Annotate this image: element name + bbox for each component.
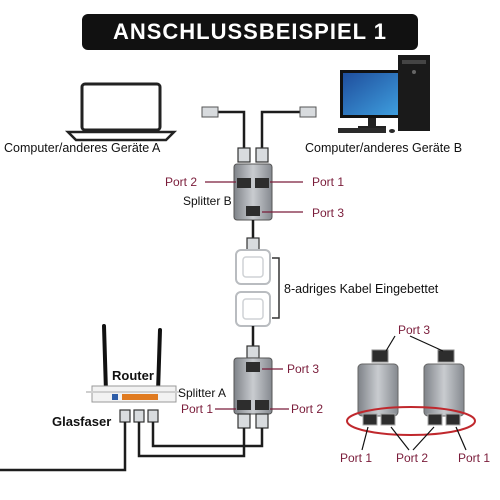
splitter-a-plugs xyxy=(237,413,269,429)
embedded-cable-bracket xyxy=(272,257,280,319)
embedded-cable-label: 8-adriges Kabel Eingebettet xyxy=(284,282,439,296)
page-title: ANSCHLUSSBEISPIEL 1 xyxy=(112,19,388,44)
glasfaser-label: Glasfaser xyxy=(52,414,112,429)
router-cables xyxy=(0,409,264,472)
desktop-computer-icon xyxy=(338,55,430,133)
title-banner: ANSCHLUSSBEISPIEL 1 xyxy=(82,14,418,50)
splitter-b-port3-label: Port 3 xyxy=(312,206,345,220)
inset-port1-left-label: Port 1 xyxy=(340,451,373,465)
splitter-a-label: Splitter A xyxy=(178,386,227,400)
splitter-b-icon xyxy=(233,163,273,221)
device-b-label: Computer/anderes Geräte B xyxy=(305,141,463,155)
splitter-b-port1-label: Port 1 xyxy=(312,175,345,189)
wall-socket-icon xyxy=(235,249,271,327)
inset-port2-label: Port 2 xyxy=(396,451,429,465)
inset-splitters xyxy=(357,349,465,426)
inset-port3-label: Port 3 xyxy=(398,323,431,337)
splitter-b-port-lines xyxy=(205,181,303,213)
inset-port1-right-label: Port 1 xyxy=(458,451,491,465)
inset-pointer-lines xyxy=(361,335,467,451)
router-icon xyxy=(86,324,182,403)
splitter-a-port3-label: Port 3 xyxy=(287,362,320,376)
splitter-b-label: Splitter B xyxy=(183,194,232,208)
splitter-a-port2-label: Port 2 xyxy=(291,402,324,416)
splitter-a-uplink xyxy=(246,326,260,359)
splitter-a-port1-label: Port 1 xyxy=(181,402,214,416)
router-label: Router xyxy=(112,368,154,383)
port-highlight-oval xyxy=(346,406,476,436)
splitter-a-port-lines xyxy=(215,368,289,410)
laptop-icon xyxy=(64,82,178,142)
device-a-label: Computer/anderes Geräte A xyxy=(4,141,161,155)
splitter-b-port2-label: Port 2 xyxy=(165,175,198,189)
rj45-plug-icon xyxy=(201,106,317,163)
splitter-a-icon xyxy=(233,357,273,415)
splitter-b-downlink xyxy=(246,220,260,251)
device-cables xyxy=(218,110,300,148)
